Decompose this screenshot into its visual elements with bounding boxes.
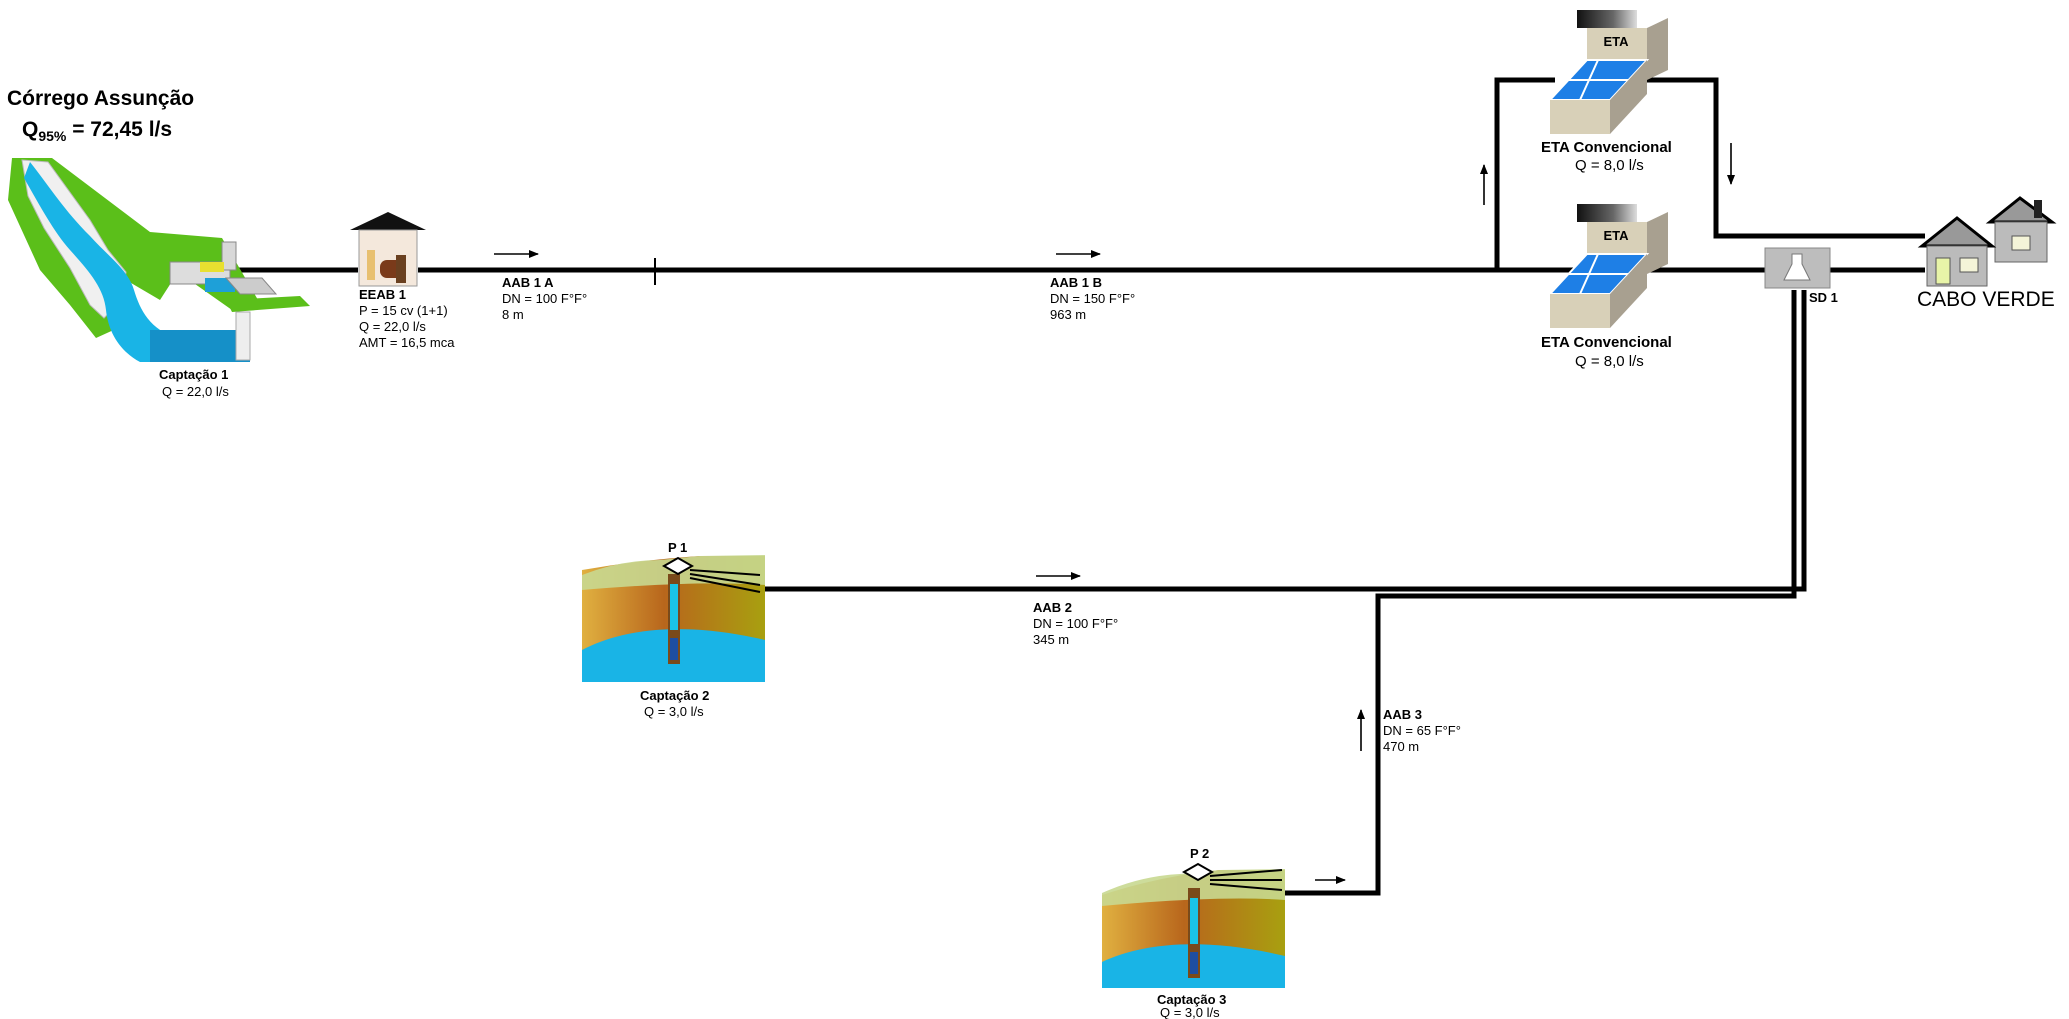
well-p2-illustration [1102, 862, 1285, 988]
eta-top-icon: ETA [1547, 10, 1668, 134]
pipe-aab2 [760, 290, 1807, 592]
pipes [230, 77, 1925, 896]
eta-top-sign: ETA [1603, 34, 1629, 49]
captacao2-flow: Q = 3,0 l/s [644, 704, 704, 719]
captacao1-title: Captação 1 [159, 367, 228, 382]
pipe-eta-top-city [1640, 77, 1925, 239]
pipe-aab3 [1282, 290, 1797, 896]
aab3-title: AAB 3 [1383, 707, 1422, 722]
city-name: CABO VERDE [1917, 288, 2055, 311]
eta-top-flow: Q = 8,0 l/s [1575, 157, 1644, 174]
aab1b-dn: DN = 150 F°F° [1050, 291, 1135, 306]
aab1a-length: 8 m [502, 307, 524, 322]
aab2-title: AAB 2 [1033, 600, 1072, 615]
source-flow: Q95% = 72,45 l/s [22, 118, 172, 144]
river-intake-illustration [8, 158, 310, 362]
p1-title: P 1 [668, 540, 687, 555]
source-name: Córrego Assunção [7, 87, 194, 110]
pipe-branch-eta-top [1494, 77, 1555, 270]
eeab1-flow: Q = 22,0 l/s [359, 319, 426, 334]
source-title: Córrego Assunção Q95% = 72,45 l/s [7, 87, 194, 144]
eeab1-amt: AMT = 16,5 mca [359, 335, 455, 350]
aab3-dn: DN = 65 F°F° [1383, 723, 1461, 738]
sd1-title: SD 1 [1809, 290, 1838, 305]
aab2-length: 345 m [1033, 632, 1069, 647]
flow-arrows [494, 143, 1735, 884]
eta-top-title: ETA Convencional [1541, 139, 1672, 156]
captacao1-flow: Q = 22,0 l/s [162, 384, 229, 399]
eta-bottom-flow: Q = 8,0 l/s [1575, 353, 1644, 370]
aab1b-title: AAB 1 B [1050, 275, 1102, 290]
p2-title: P 2 [1190, 846, 1209, 861]
captacao3-title: Captação 3 [1157, 992, 1226, 1007]
captacao3-flow: Q = 3,0 l/s [1160, 1005, 1220, 1019]
well-p1-illustration [582, 555, 765, 682]
aab1a-title: AAB 1 A [502, 275, 554, 290]
eeab1-pump-station-icon [350, 212, 426, 287]
captacao2-title: Captação 2 [640, 688, 709, 703]
eeab1-power: P = 15 cv (1+1) [359, 303, 448, 318]
eta-bottom-icon: ETA [1547, 204, 1668, 328]
eta-bottom-title: ETA Convencional [1541, 334, 1672, 351]
city-houses-icon [1917, 196, 2057, 287]
sd1-disinfection-icon [1764, 247, 1831, 289]
eeab1-title: EEAB 1 [359, 287, 406, 302]
aab3-length: 470 m [1383, 739, 1419, 754]
aab2-dn: DN = 100 F°F° [1033, 616, 1118, 631]
aab1b-length: 963 m [1050, 307, 1086, 322]
aab1a-dn: DN = 100 F°F° [502, 291, 587, 306]
eta-bottom-sign: ETA [1603, 228, 1629, 243]
